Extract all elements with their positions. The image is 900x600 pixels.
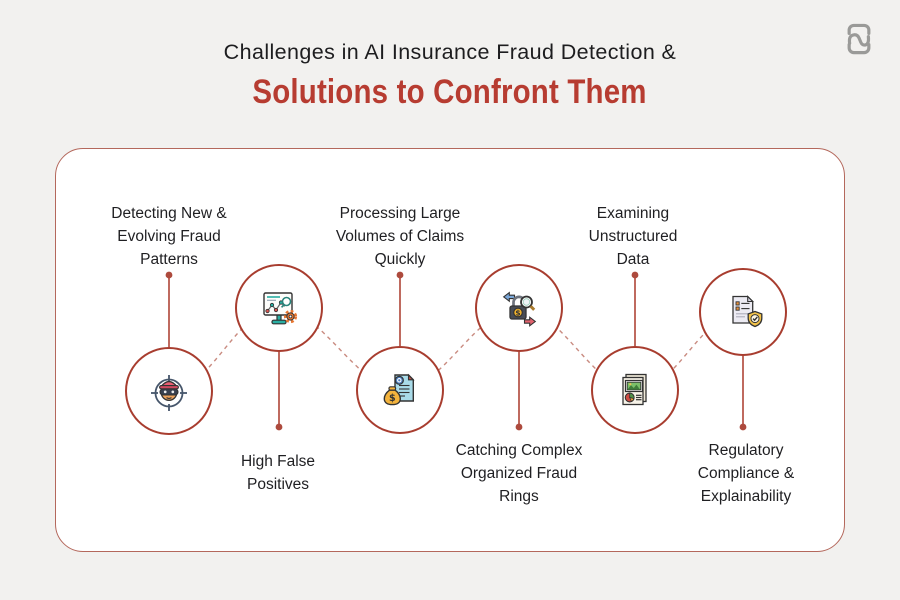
claims-money-icon: $: [383, 373, 415, 406]
node-label-fraud-rings: Catching Complex Organized Fraud Rings: [455, 442, 583, 505]
page-title: Challenges in AI Insurance Fraud Detecti…: [223, 40, 677, 64]
brand-logo-icon: [838, 18, 880, 60]
node-label-processing-claims: Processing Large Volumes of Claims Quick…: [335, 205, 465, 268]
node-label-unstructured-data: Examining Unstructured Data: [588, 205, 678, 268]
node-label-regulatory-compliance: Regulatory Compliance & Explainability: [697, 442, 795, 505]
node-circle-fraud-rings: $: [475, 264, 563, 352]
node-circle-detecting-patterns: [125, 347, 213, 435]
node-label-high-false-positives: High False Positives: [240, 453, 316, 493]
analytics-board-icon: [263, 292, 298, 325]
page-subtitle: Solutions to Confront Them: [252, 72, 648, 111]
svg-text:$: $: [515, 308, 520, 317]
fraud-target-icon: [151, 375, 187, 411]
node-label-detecting-patterns: Detecting New & Evolving Fraud Patterns: [111, 205, 227, 268]
node-circle-unstructured-data: [591, 346, 679, 434]
node-circle-processing-claims: $: [356, 346, 444, 434]
node-circle-high-false-positives: [235, 264, 323, 352]
unstructured-docs-icon: [622, 373, 647, 406]
svg-text:$: $: [389, 393, 396, 404]
compliance-shield-icon: [732, 295, 763, 328]
fraud-ring-lock-icon: $: [502, 291, 537, 327]
node-circle-regulatory-compliance: [699, 268, 787, 356]
